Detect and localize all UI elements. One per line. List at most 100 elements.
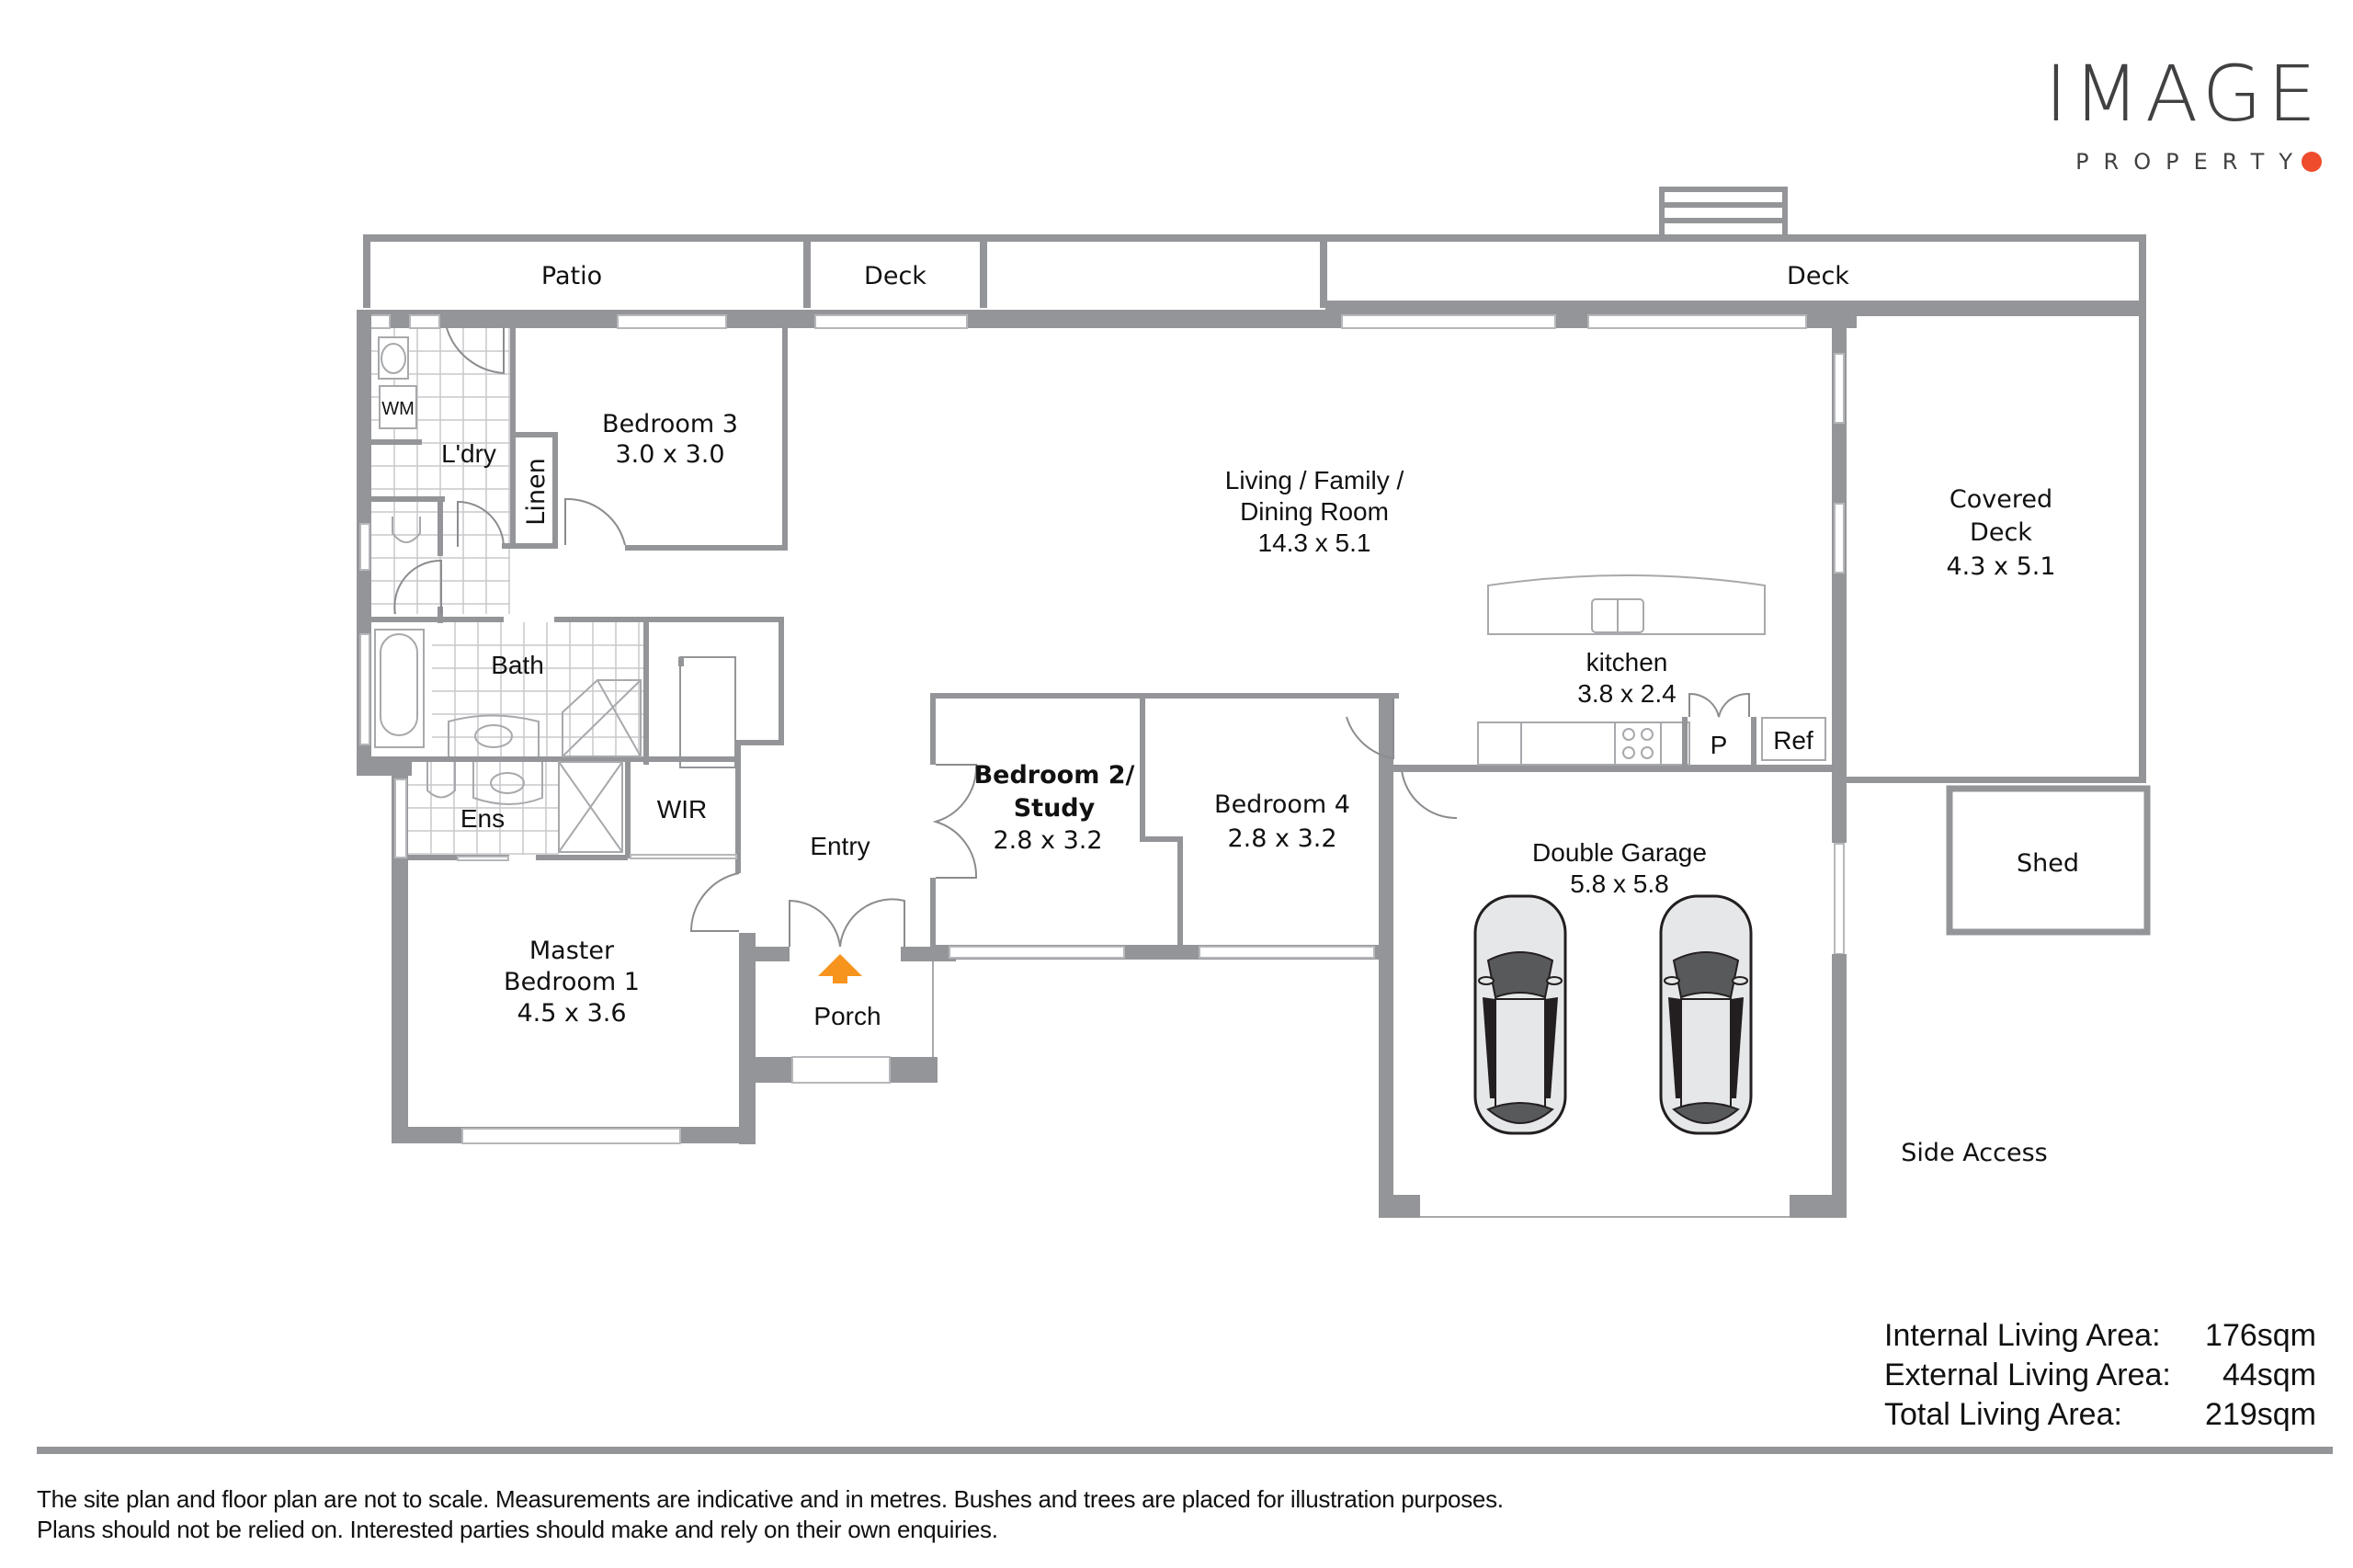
master-label-line1: Master xyxy=(529,937,615,965)
burner xyxy=(1622,728,1635,741)
wall xyxy=(1847,777,2146,783)
brand-name: IMAGE xyxy=(2044,49,2322,139)
area-label: Internal Living Area: xyxy=(1884,1318,2161,1353)
area-label: External Living Area: xyxy=(1884,1358,2171,1392)
wall xyxy=(735,740,781,745)
window xyxy=(461,1128,681,1144)
wall xyxy=(735,740,741,873)
shower-icon xyxy=(562,679,642,757)
deck-small-label: Deck xyxy=(864,262,926,290)
fridge-label: Ref xyxy=(1773,726,1813,755)
window xyxy=(359,523,370,571)
garage-size: 5.8 x 5.8 xyxy=(1570,869,1668,898)
bedroom4-label: Bedroom 4 xyxy=(1214,790,1350,819)
wall xyxy=(510,328,516,549)
living-size: 14.3 x 5.1 xyxy=(1258,528,1371,557)
washing-machine-icon xyxy=(379,385,417,429)
disclaimer-line1: The site plan and floor plan are not to … xyxy=(37,1485,1504,1513)
wall xyxy=(357,617,504,622)
area-row-external: External Living Area: 44sqm xyxy=(1884,1356,2316,1395)
wall xyxy=(438,496,443,556)
garage-door xyxy=(1401,769,1458,820)
wall xyxy=(554,617,784,622)
patio-label: Patio xyxy=(541,262,602,290)
deck-main-label: Deck xyxy=(1787,262,1849,290)
pantry-doors xyxy=(1688,692,1750,718)
ensuite-label: Ens xyxy=(460,804,505,833)
brand-logo: IMAGE PROPERTY xyxy=(2045,55,2322,175)
burner xyxy=(1641,746,1654,759)
bedroom2-size: 2.8 x 3.2 xyxy=(993,826,1102,855)
porch-label: Porch xyxy=(813,1002,881,1030)
kitchen-bench xyxy=(1477,722,1690,766)
burner xyxy=(1622,746,1635,759)
wall xyxy=(782,328,788,551)
car-icon xyxy=(1659,894,1753,1135)
brand-dot-icon xyxy=(2302,152,2322,172)
bath-label: Bath xyxy=(491,651,544,679)
entry-door-right xyxy=(839,898,905,948)
entry-door-left xyxy=(789,899,841,948)
wall xyxy=(371,756,739,762)
wall xyxy=(371,439,422,445)
wall xyxy=(890,1057,938,1083)
toilet-door xyxy=(393,559,442,615)
area-value: 219sqm xyxy=(2205,1397,2316,1432)
burner xyxy=(1641,728,1654,741)
brand-tagline: PROPERTY xyxy=(2075,149,2307,175)
master-label-line2: Bedroom 1 xyxy=(504,968,640,996)
area-value: 176sqm xyxy=(2205,1318,2316,1353)
living-label-line1: Living / Family / xyxy=(1225,466,1404,494)
cooktop-icon xyxy=(1614,722,1662,766)
window xyxy=(394,778,407,858)
area-summary: Internal Living Area: 176sqm External Li… xyxy=(1884,1316,2316,1435)
covered-deck-label-line2: Deck xyxy=(1970,518,2032,547)
bathtub-basin xyxy=(380,633,418,736)
wall xyxy=(1682,717,1688,767)
covered-deck-label-line1: Covered xyxy=(1949,485,2052,514)
wall xyxy=(1177,836,1183,951)
entry-arrow-icon xyxy=(818,954,862,983)
area-value: 44sqm xyxy=(2222,1358,2316,1392)
bedroom2-label-line2: Study xyxy=(1014,794,1096,823)
toilet-icon xyxy=(392,517,421,543)
window xyxy=(1834,503,1845,574)
sink-icon xyxy=(474,724,513,748)
kitchen-size: 3.8 x 2.4 xyxy=(1577,679,1676,708)
wall xyxy=(930,878,936,951)
sink-basin xyxy=(381,343,406,374)
laundry-door xyxy=(446,327,505,375)
bedroom4-door xyxy=(1346,699,1394,760)
floor-tiles xyxy=(408,762,559,855)
wall xyxy=(536,855,628,860)
top-deck-strip xyxy=(363,234,2146,310)
master-door xyxy=(689,872,740,932)
entry-label: Entry xyxy=(810,832,870,860)
window xyxy=(949,946,1125,959)
vanity-icon xyxy=(472,762,543,805)
wall xyxy=(1790,1195,1847,1218)
wall xyxy=(1751,717,1756,767)
wall xyxy=(2139,310,2146,783)
fridge-box xyxy=(1761,717,1826,761)
garage-label: Double Garage xyxy=(1532,838,1707,867)
floor-tiles xyxy=(432,622,643,756)
wall xyxy=(1140,836,1181,842)
side-access-label: Side Access xyxy=(1901,1139,2047,1167)
wall xyxy=(438,607,443,623)
stairs-icon xyxy=(1659,187,1788,237)
bedroom2-doors xyxy=(932,764,978,879)
car-icon xyxy=(1473,894,1567,1135)
sink-icon xyxy=(490,772,525,794)
wall xyxy=(1379,1195,1420,1218)
window xyxy=(1834,353,1845,424)
brand-tagline-row: PROPERTY xyxy=(2045,149,2322,175)
wall xyxy=(779,617,784,745)
pantry-label: P xyxy=(1711,731,1728,759)
wall xyxy=(371,496,445,502)
east-wall xyxy=(1832,954,1847,1218)
wall xyxy=(1847,310,2146,316)
wall xyxy=(502,543,558,549)
wall xyxy=(739,947,790,961)
